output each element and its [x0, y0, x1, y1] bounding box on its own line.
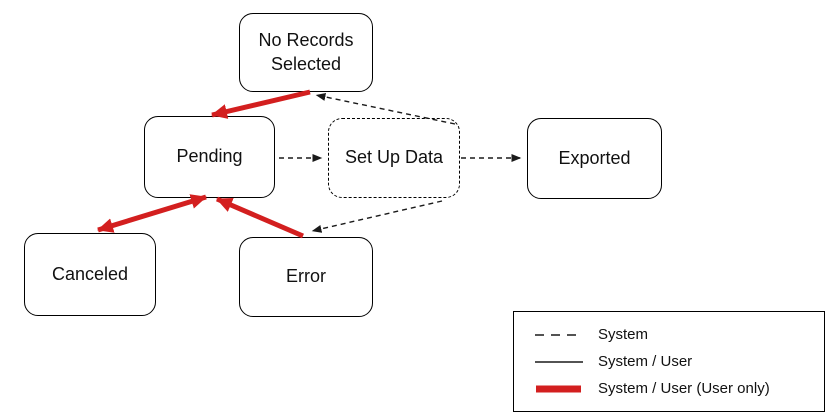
node-label: Pending — [176, 146, 243, 167]
node-no-records-selected: No Records Selected — [239, 13, 373, 92]
node-exported: Exported — [527, 118, 662, 199]
edge-norecords-to-pending-arrow — [211, 89, 311, 119]
edge-setupdata-to-error-arrow — [311, 200, 443, 233]
legend-item-system-user-only: System / User (User only) — [535, 380, 824, 397]
edge-pending-canceled-double-arrow — [97, 194, 207, 233]
legend: System System / User System / User (User… — [513, 311, 825, 412]
node-label: Canceled — [51, 263, 129, 284]
legend-item-system-user: System / User — [535, 353, 824, 370]
solid-line-sample-icon — [535, 360, 583, 363]
legend-label: System / User — [598, 353, 693, 370]
node-label: Set Up Data — [344, 147, 444, 168]
node-label: Error — [286, 266, 326, 287]
legend-item-system: System — [535, 326, 824, 343]
node-label: Exported — [558, 147, 631, 168]
node-set-up-data: Set Up Data — [328, 118, 460, 198]
node-error: Error — [239, 237, 373, 317]
dashed-line-sample-icon — [535, 333, 583, 336]
node-label: No Records Selected — [258, 29, 354, 74]
node-canceled: Canceled — [24, 233, 156, 316]
node-pending: Pending — [144, 116, 275, 198]
legend-label: System — [598, 326, 649, 343]
edge-error-to-pending-arrow — [216, 196, 304, 239]
legend-label: System / User (User only) — [598, 380, 770, 397]
thick-red-line-sample-icon — [536, 385, 581, 392]
